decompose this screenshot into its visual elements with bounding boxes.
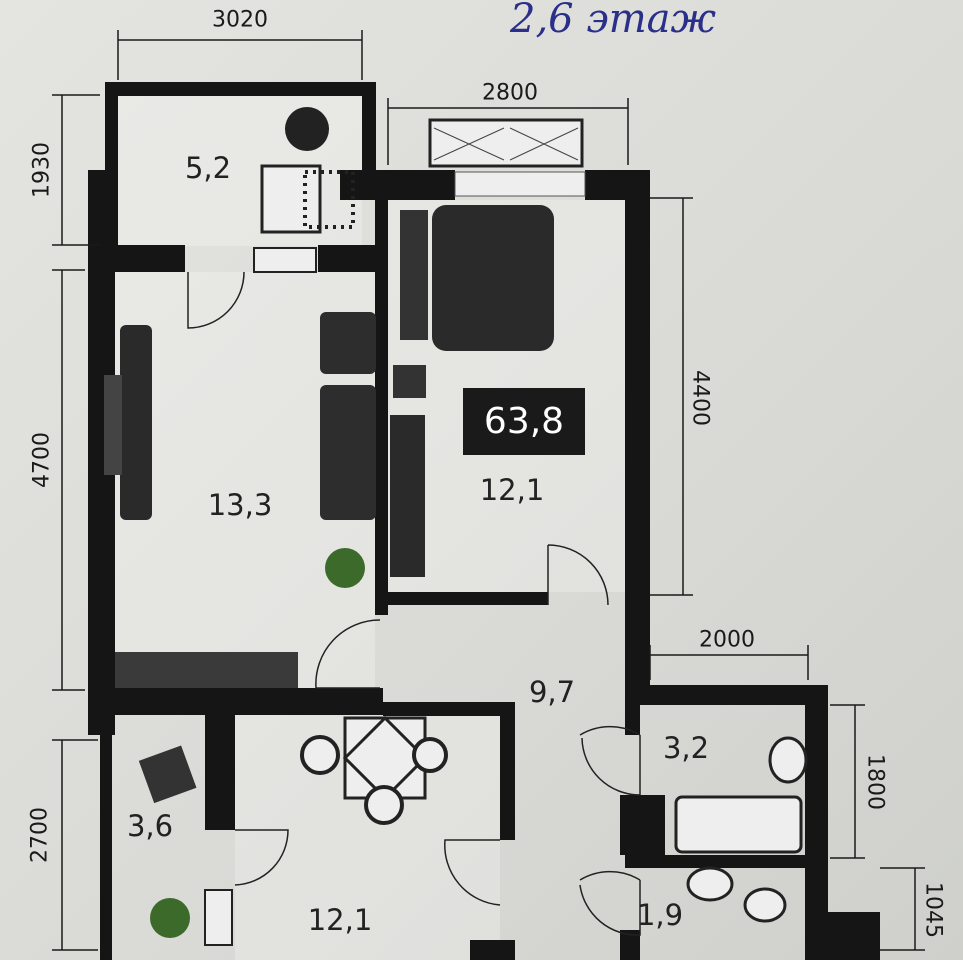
dim-bedroom-depth: 4400 xyxy=(687,370,713,426)
room-area-loggia: 3,6 xyxy=(126,809,174,843)
total-area-badge: 63,8 xyxy=(463,388,585,455)
room-area-hall: 9,7 xyxy=(528,675,576,709)
doors xyxy=(187,271,641,936)
room-area-kitchen: 12,1 xyxy=(307,903,373,937)
room-area-bedroom: 12,1 xyxy=(479,473,545,507)
room-area-balcony: 5,2 xyxy=(184,151,232,185)
handwritten-note: 2,6 этаж xyxy=(510,0,716,42)
dim-wc-depth: 1045 xyxy=(920,882,946,938)
room-area-living: 13,3 xyxy=(207,488,273,522)
dim-bath-depth: 1800 xyxy=(862,754,888,810)
room-area-wc: 1,9 xyxy=(636,898,684,932)
dim-loggia-depth: 2700 xyxy=(27,807,53,863)
dimension-lines xyxy=(52,30,925,951)
dim-bedroom-width: 2800 xyxy=(482,80,538,106)
dim-balcony-depth: 1930 xyxy=(29,142,55,198)
dim-balcony-width: 3020 xyxy=(212,7,268,33)
walls xyxy=(88,82,880,960)
dim-living-depth: 4700 xyxy=(29,432,55,488)
room-area-bathroom: 3,2 xyxy=(662,731,710,765)
furniture xyxy=(104,107,808,946)
dim-bath-width: 2000 xyxy=(699,627,755,653)
